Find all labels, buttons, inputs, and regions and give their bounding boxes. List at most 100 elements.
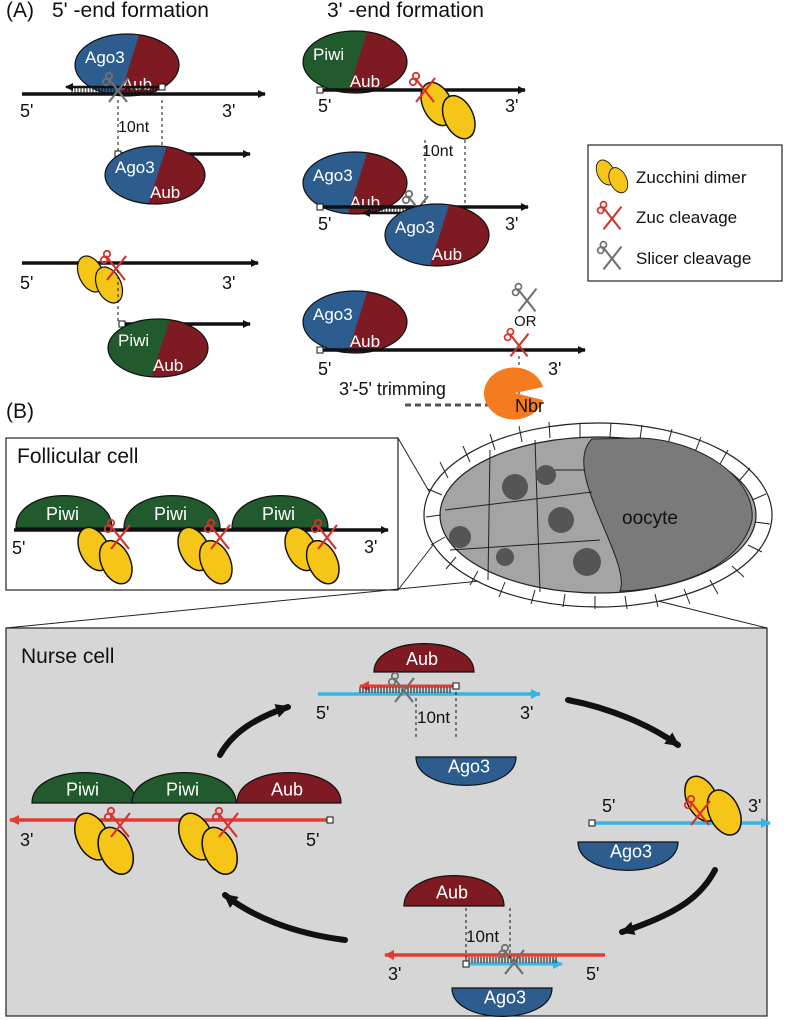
or-label: OR — [514, 313, 537, 330]
cycle-arrow — [565, 697, 681, 748]
rna-5prime-end — [588, 819, 596, 827]
protein-label: Aub — [271, 780, 303, 800]
protein-label: Aub — [350, 332, 380, 351]
ten-nt-label: 10nt — [422, 143, 454, 160]
three-prime-label: 3' — [505, 214, 518, 234]
rna-5prime-end — [316, 86, 324, 94]
rna-5prime-end — [462, 960, 470, 968]
ten-nt-label: 10nt — [417, 708, 450, 727]
cycle-arrow — [619, 867, 718, 935]
ten-nt-label: 10nt — [466, 927, 499, 946]
five-prime-label: 5' — [20, 273, 33, 293]
nbr-nuclease: Nbr — [483, 367, 544, 420]
panel-b-label: (B) — [6, 400, 34, 423]
three-prime-label: 3' — [222, 101, 235, 121]
five-prime-label: 5' — [318, 96, 331, 116]
slicer-scissors-icon — [101, 71, 129, 103]
five-prime-label: 5' — [12, 538, 25, 558]
zuc-scissors-icon — [99, 249, 127, 281]
ago3-protein: Ago3 — [451, 987, 553, 1017]
trimming-label: 3'-5' trimming — [339, 379, 446, 399]
five-prime-label: 5' — [306, 830, 319, 850]
legend-zuc-cleavage-label: Zuc cleavage — [636, 208, 737, 227]
protein-label: Aub — [153, 356, 183, 375]
protein-label: Ago3 — [115, 158, 155, 177]
three-prime-label: 3' — [364, 537, 377, 557]
zucchini-dimer-icon — [284, 526, 340, 585]
rna-5prime-end — [452, 682, 460, 690]
rna-5prime-end — [326, 816, 334, 824]
three-prime-label: 3' — [222, 273, 235, 293]
slicer-scissors-icon — [596, 240, 623, 271]
aub-protein: Aub — [236, 772, 342, 804]
ago3-protein: Ago3 — [415, 756, 517, 786]
protein-label: Ago3 — [313, 305, 353, 324]
cycle-arrow — [222, 892, 348, 943]
zuc-scissors-icon — [103, 518, 131, 550]
aub-protein: Aub — [403, 875, 505, 907]
protein-label: Piwi — [66, 780, 99, 800]
five-prime-label: 5' — [586, 964, 599, 984]
rna-5prime-end — [118, 320, 126, 328]
protein-label: Piwi — [313, 45, 344, 64]
piwi-protein: Piwi — [31, 772, 137, 804]
nbr-label: Nbr — [515, 396, 544, 416]
zucchini-dimer-icon — [420, 81, 476, 140]
zuc-scissors-icon — [503, 327, 530, 358]
legend-box — [587, 144, 783, 282]
slicer-scissors-icon — [511, 282, 538, 313]
legend-zucchini-label: Zucchini dimer — [636, 168, 747, 187]
piwi-protein: Piwi — [123, 495, 221, 529]
follicular-cell-title: Follicular cell — [17, 445, 138, 468]
five-prime-label: 5' — [316, 703, 329, 723]
five-prime-label: 5' — [20, 101, 33, 121]
protein-label: Aub — [436, 883, 468, 903]
col1-title: 5' -end formation — [52, 0, 209, 22]
zuc-scissors-icon — [408, 71, 436, 103]
protein-label: Piwi — [154, 504, 187, 524]
legend-slicer-cleavage-label: Slicer cleavage — [636, 249, 751, 268]
protein-label: Ago3 — [85, 48, 125, 67]
five-prime-label: 5' — [318, 214, 331, 234]
protein-label: Aub — [432, 245, 462, 264]
protein-label: Piwi — [46, 504, 79, 524]
zucchini-dimer-icon — [684, 775, 742, 836]
rna-5prime-end — [158, 83, 166, 91]
protein-label: Aub — [150, 183, 180, 202]
rna-5prime-end — [316, 203, 324, 211]
five-prime-label: 5' — [318, 359, 331, 379]
rna-5prime-end — [316, 346, 324, 354]
zoom-line — [5, 577, 511, 629]
ten-nt-label: 10nt — [118, 119, 150, 136]
protein-label: Ago3 — [610, 841, 652, 861]
protein-label: Aub — [406, 649, 438, 669]
protein-label: Ago3 — [395, 218, 435, 237]
zucchini-dimer-icon — [595, 159, 629, 194]
piwi-protein: Piwi — [131, 772, 237, 804]
protein-label: Piwi — [118, 331, 149, 350]
protein-label: Ago3 — [448, 756, 490, 776]
three-prime-label: 3' — [520, 703, 533, 723]
cycle-arrows — [217, 697, 718, 943]
ago3-protein: Ago3 — [577, 841, 679, 871]
zuc-scissors-icon — [203, 518, 231, 550]
piwi-protein: Piwi — [231, 495, 329, 529]
zoom-line — [397, 539, 438, 591]
zucchini-dimer-icon — [177, 812, 239, 875]
zucchini-dimer-icon — [77, 526, 133, 585]
slicer-scissors-icon — [387, 671, 415, 703]
three-prime-label: 3' — [505, 96, 518, 116]
protein-label: Ago3 — [313, 166, 353, 185]
zuc-scissors-icon — [103, 806, 131, 838]
zuc-scissors-icon — [310, 518, 338, 550]
cycle-arrow — [217, 704, 291, 758]
protein-label: Ago3 — [484, 987, 526, 1007]
zucchini-dimer-icon — [76, 255, 124, 304]
three-prime-label: 3' — [548, 359, 561, 379]
